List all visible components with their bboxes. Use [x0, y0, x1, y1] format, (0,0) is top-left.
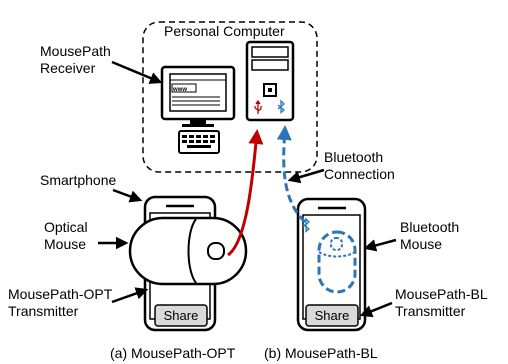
- receiver-label-line2: Receiver: [40, 60, 96, 76]
- opt-transmitter-arrow: [111, 287, 149, 304]
- bt-connection-label-line1: Bluetooth: [324, 149, 383, 165]
- optical-mouse-label-line2: Mouse: [44, 236, 86, 252]
- monitor-www-text: www: [172, 87, 187, 93]
- smartphone-b: [296, 197, 367, 332]
- share-button-a[interactable]: [154, 304, 208, 327]
- computer-tower-icon: [245, 40, 295, 122]
- bt-mouse-arrow: [363, 238, 397, 252]
- bluetooth-mouse-wheel-icon: [330, 237, 343, 251]
- bl-transmitter-label-line2: Transmitter: [395, 303, 466, 319]
- keyboard-icon: [178, 130, 220, 154]
- bl-transmitter-label-line1: MousePath-BL: [395, 286, 488, 302]
- bt-mouse-label-line2: Mouse: [400, 236, 442, 252]
- optical-mouse-icon: [128, 216, 248, 286]
- share-button-b-label: Share: [315, 308, 350, 323]
- share-button-a-label: Share: [164, 308, 199, 323]
- caption-b: (b) MousePath-BL: [264, 345, 378, 361]
- bl-transmitter-arrow: [359, 301, 393, 318]
- bluetooth-mouse-icon: [317, 230, 357, 294]
- smartphone-arrow: [112, 188, 143, 203]
- monitor-icon: [160, 65, 236, 127]
- receiver-arrow: [111, 60, 163, 84]
- usb-cable: [227, 129, 264, 257]
- receiver-label-line1: MousePath: [40, 43, 111, 59]
- bt-connection-label-line2: Connection: [324, 166, 395, 182]
- pc-title: Personal Computer: [164, 23, 285, 39]
- bluetooth-connection-line: [276, 125, 307, 224]
- optical-mouse-label-line1: Optical: [44, 219, 88, 235]
- pc-boundary: [142, 21, 318, 173]
- bt-connection-arrow: [287, 168, 325, 184]
- phone-bluetooth-icon: [302, 217, 311, 233]
- bt-mouse-label-line1: Bluetooth: [400, 219, 459, 235]
- share-button-b[interactable]: [305, 304, 359, 327]
- caption-a: (a) MousePath-OPT: [110, 345, 236, 361]
- usb-port-icon: [254, 99, 262, 114]
- smartphone-label: Smartphone: [40, 172, 116, 188]
- bluetooth-port-icon: [277, 99, 286, 114]
- opt-transmitter-label-line2: Transmitter: [8, 303, 79, 319]
- opt-transmitter-label-line1: MousePath-OPT: [8, 286, 113, 302]
